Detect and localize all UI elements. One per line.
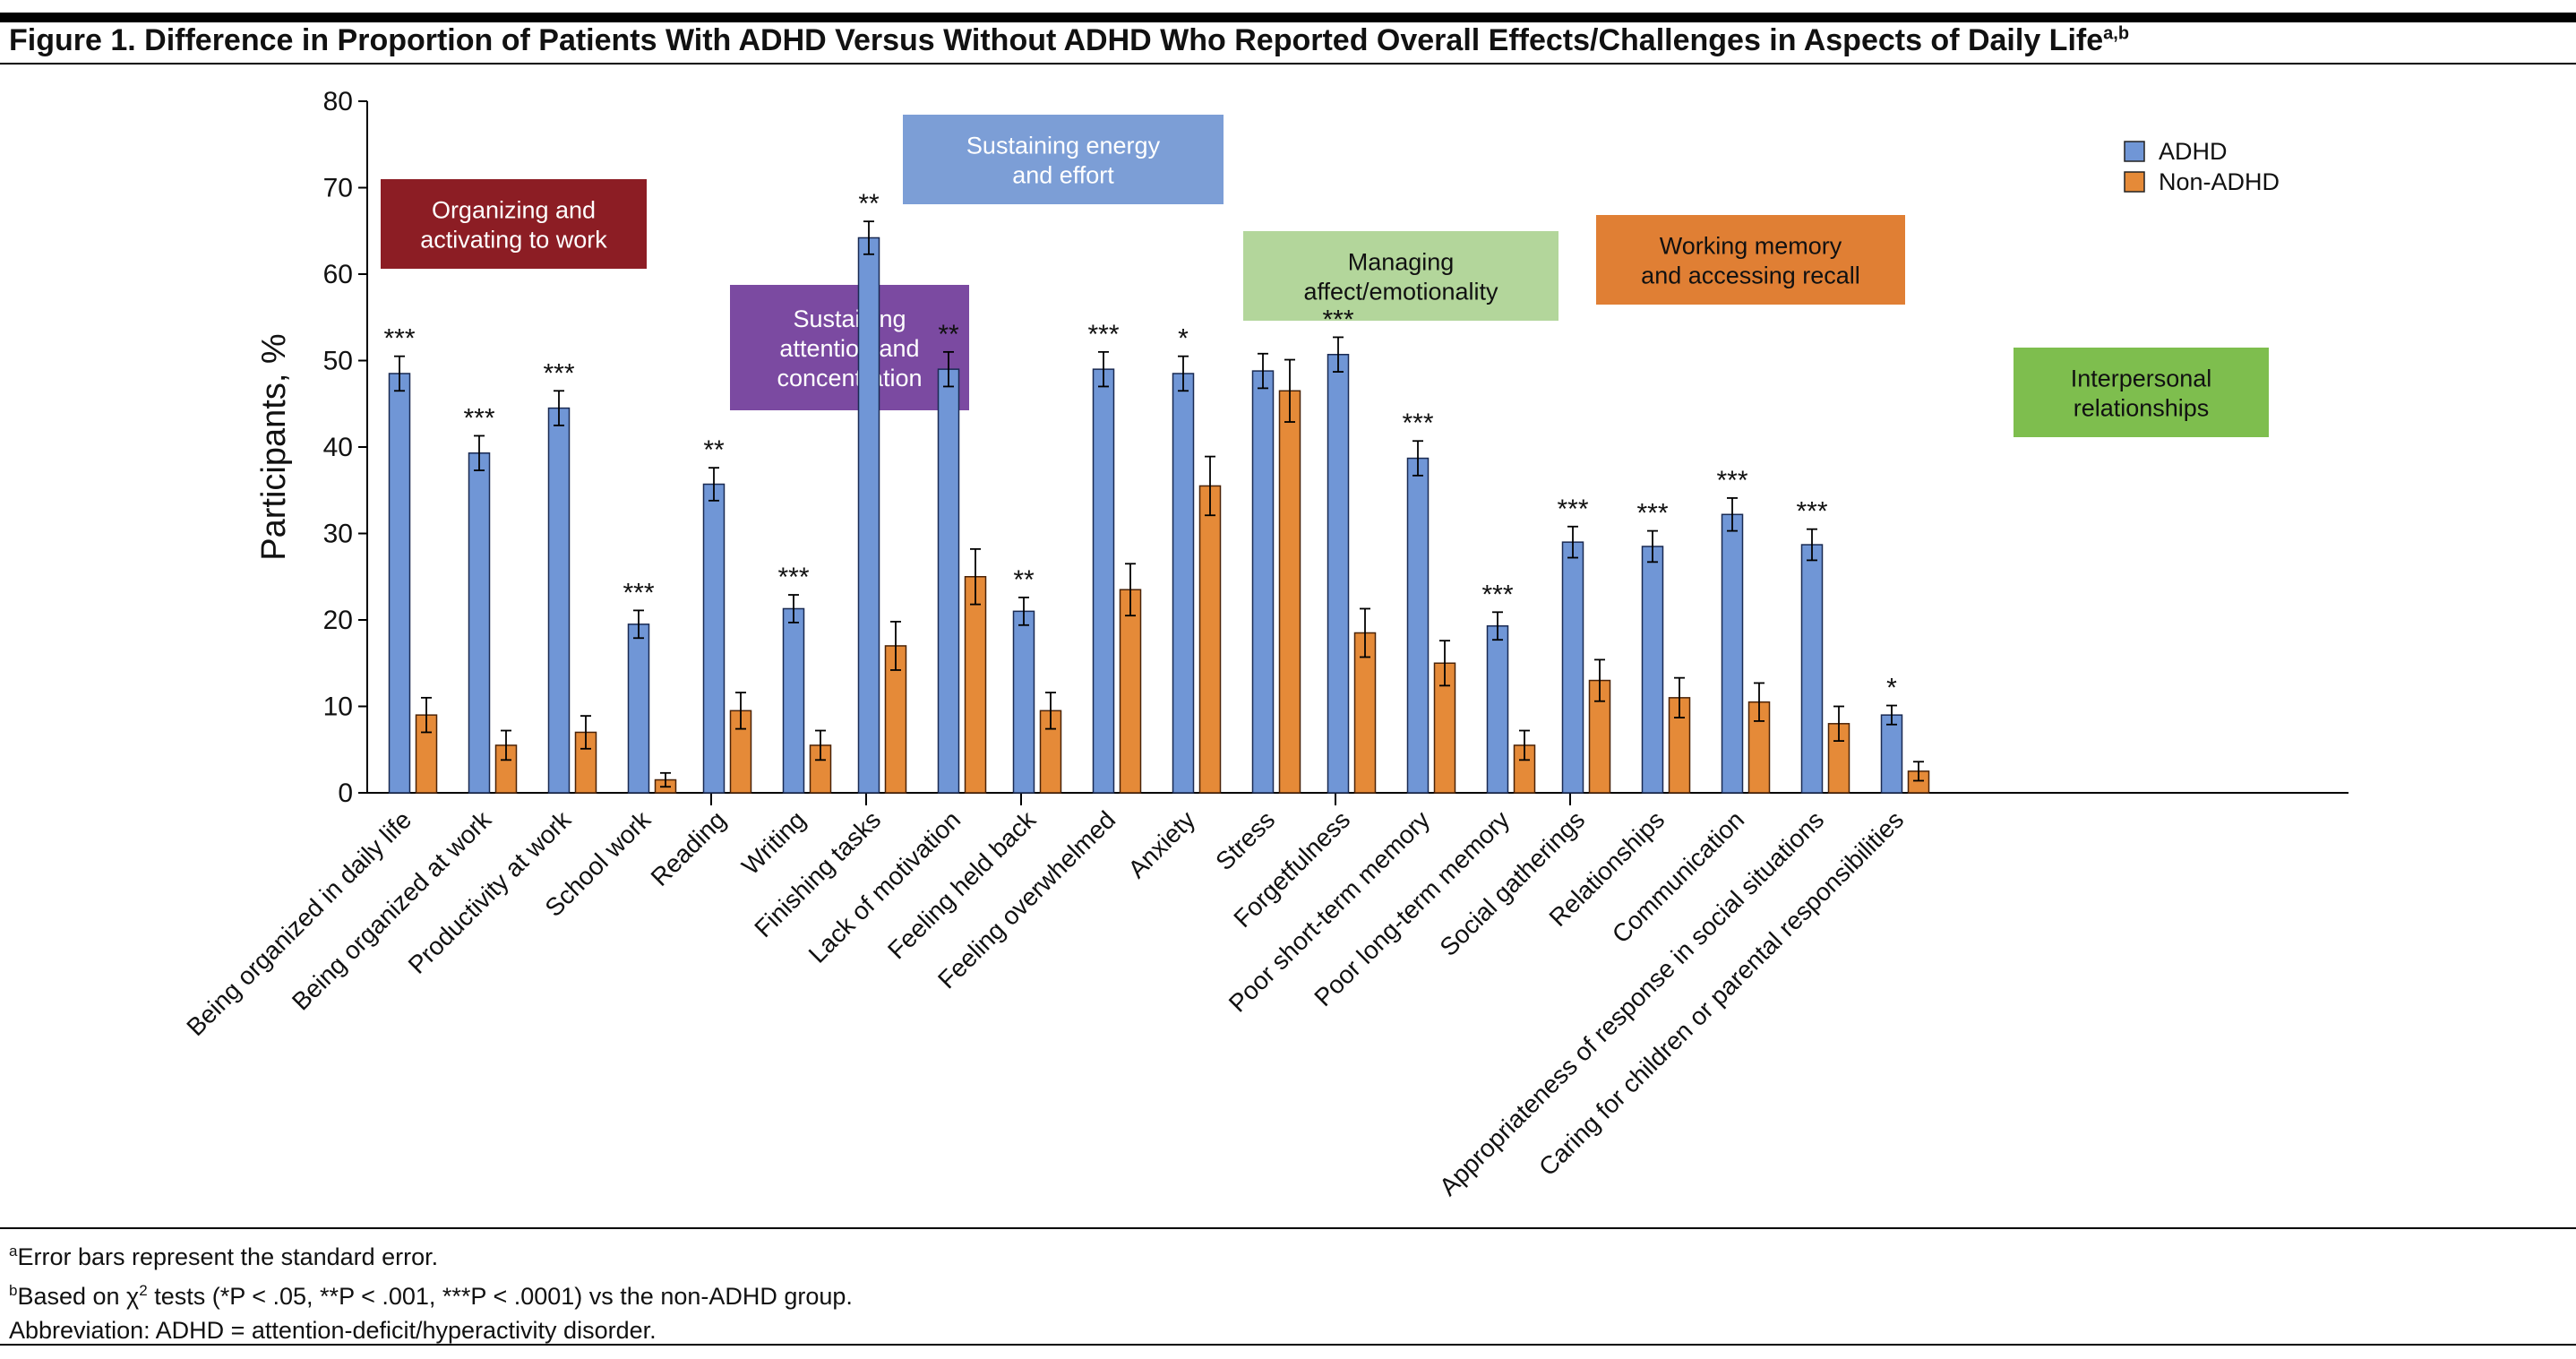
significance-label: *** <box>1322 305 1353 334</box>
significance-label: *** <box>623 578 654 607</box>
bar-non-adhd <box>1198 485 1222 794</box>
figure-title: Figure 1. Difference in Proportion of Pa… <box>9 23 2130 57</box>
significance-label: *** <box>1557 495 1588 524</box>
bar-adhd <box>468 452 491 794</box>
bottom-rule <box>0 1344 2576 1346</box>
top-rule <box>0 13 2576 22</box>
y-tick-label: 80 <box>323 87 353 116</box>
bar-adhd <box>782 607 805 794</box>
bar-non-adhd <box>1119 589 1142 794</box>
bar-adhd <box>1092 368 1115 794</box>
bar-adhd <box>1327 353 1350 794</box>
significance-label: ** <box>703 435 725 465</box>
significance-label: *** <box>1481 580 1513 609</box>
y-tick-label: 30 <box>323 520 353 549</box>
footnotes: aError bars represent the standard error… <box>9 1234 853 1347</box>
group-label-text: and accessing recall <box>1641 262 1860 289</box>
group-label-text: Sustaining energy <box>966 133 1161 159</box>
significance-label: *** <box>543 358 574 388</box>
footnote-abbreviation: Abbreviation: ADHD = attention-deficit/h… <box>9 1317 657 1344</box>
significance-label: * <box>1886 674 1897 703</box>
group-label-box <box>903 115 1224 204</box>
bar-non-adhd <box>964 576 987 794</box>
y-tick-label: 70 <box>323 174 353 203</box>
legend-swatch <box>2124 171 2145 193</box>
group-label-box <box>381 179 647 269</box>
bar-adhd <box>1251 370 1275 794</box>
significance-label: ** <box>858 189 880 219</box>
group-label-text: and effort <box>1012 162 1114 189</box>
bar-adhd <box>937 368 960 794</box>
y-tick-label: 20 <box>323 606 353 635</box>
y-tick-label: 40 <box>323 433 353 462</box>
bar-adhd <box>1012 610 1035 794</box>
bar-adhd <box>547 407 571 794</box>
footnote-rule <box>0 1227 2576 1229</box>
category-label: Stress <box>1210 805 1280 875</box>
group-label-text: concentration <box>777 365 922 391</box>
group-label-text: attention and <box>779 335 919 362</box>
legend-label: Non-ADHD <box>2159 168 2280 195</box>
footnote-a: aError bars represent the standard error… <box>9 1243 439 1270</box>
significance-label: *** <box>383 324 415 354</box>
bar-adhd <box>857 237 880 794</box>
y-axis-label: Participants, % <box>255 333 293 560</box>
category-label: Appropriateness of response in social si… <box>1434 805 1829 1200</box>
category-label: Reading <box>646 805 732 891</box>
bar-adhd <box>1486 625 1509 794</box>
significance-label: *** <box>1796 497 1827 527</box>
bar-adhd <box>1721 513 1744 794</box>
bar-non-adhd <box>1278 390 1301 794</box>
y-tick-label: 0 <box>338 778 353 808</box>
group-label-text: Sustaining <box>793 305 906 332</box>
category-label: Writing <box>736 805 811 880</box>
bar-adhd <box>1800 544 1824 794</box>
bar-adhd <box>1172 373 1195 794</box>
y-tick-label: 10 <box>323 692 353 722</box>
significance-label: *** <box>777 563 809 592</box>
significance-label: *** <box>1716 466 1747 495</box>
bar-adhd <box>1406 457 1430 794</box>
group-label-text: Interpersonal <box>2071 366 2212 392</box>
group-label-text: Organizing and <box>432 197 596 224</box>
group-label-text: relationships <box>2074 395 2210 422</box>
significance-label: ** <box>1013 565 1035 595</box>
group-label-text: Working memory <box>1660 233 1842 260</box>
bar-adhd <box>627 624 650 794</box>
significance-label: *** <box>1636 499 1668 529</box>
group-label-text: activating to work <box>420 227 607 254</box>
group-label-box <box>1596 215 1905 305</box>
significance-label: *** <box>463 403 494 433</box>
group-label-box <box>1243 231 1558 321</box>
group-label-text: affect/emotionality <box>1303 279 1498 305</box>
category-label: Anxiety <box>1122 805 1200 883</box>
legend-swatch <box>2124 141 2145 162</box>
y-tick-label: 50 <box>323 347 353 376</box>
group-label-text: Managing <box>1348 249 1455 276</box>
footnote-b: bBased on χ2 tests (*P < .05, **P < .001… <box>9 1282 853 1310</box>
bar-adhd <box>1641 546 1664 794</box>
significance-label: ** <box>938 320 959 349</box>
category-label: Social gatherings <box>1434 805 1590 961</box>
bar-adhd <box>1561 541 1584 794</box>
bar-adhd <box>702 483 726 794</box>
category-label: Caring for children or parental responsi… <box>1533 805 1909 1181</box>
bar-adhd <box>388 373 411 794</box>
y-tick-label: 60 <box>323 260 353 289</box>
title-rule <box>0 63 2576 65</box>
significance-label: *** <box>1402 409 1433 438</box>
group-label-box <box>2014 348 2269 437</box>
significance-label: *** <box>1087 320 1119 349</box>
significance-label: * <box>1178 324 1189 354</box>
legend-label: ADHD <box>2159 138 2228 165</box>
group-label-box <box>730 285 969 410</box>
bar-adhd <box>1880 714 1903 794</box>
